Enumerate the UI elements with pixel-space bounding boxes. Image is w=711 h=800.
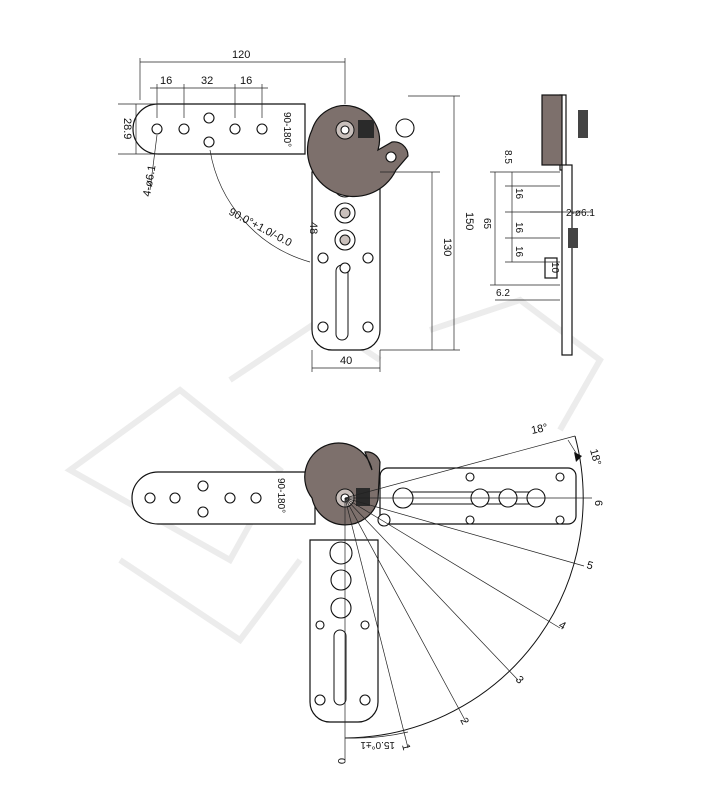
- dim-spacing-b: 32: [201, 75, 213, 87]
- vertical-arm-plate: [311, 171, 381, 351]
- hole-callout-side: 2-ø6.1: [566, 208, 595, 219]
- arm-hole: [151, 123, 163, 135]
- pos-arm-hole: [169, 492, 181, 504]
- dim-arm-height: 28.9: [121, 118, 133, 139]
- bolt-head: [339, 234, 351, 246]
- side-clamp: [568, 228, 578, 248]
- side-bracket-lower: [544, 257, 558, 279]
- arm-hole: [229, 123, 241, 135]
- step-angle-side: 18°: [587, 448, 603, 467]
- dim-overall-width: 120: [232, 49, 250, 61]
- pos-vertical-slot: [333, 629, 347, 706]
- hinge-hole: [385, 151, 397, 163]
- dim-pitch-1: 16: [513, 188, 524, 200]
- dim-angle-tolerance: 90.0°+1.0/-0.0: [227, 206, 294, 249]
- vertical-arm-hole: [362, 321, 374, 333]
- pos-arm-hole: [250, 492, 262, 504]
- step-angle-top: 18°: [530, 422, 549, 437]
- dim-bottom-width: 40: [340, 355, 352, 367]
- pos-vertical-bolt: [330, 597, 352, 619]
- side-hinge-block: [541, 94, 563, 166]
- angle-arc: [209, 149, 311, 263]
- position-ray-top: [344, 435, 576, 499]
- dim-edge-offset: 6.2: [496, 288, 510, 299]
- position-ray-4: [344, 497, 561, 629]
- positions-view: 90-180°: [131, 422, 604, 764]
- position-ray-1: [344, 497, 409, 749]
- vertical-arm-hole: [317, 252, 329, 264]
- position-label-2: 2: [457, 716, 470, 727]
- pos-arm-hole: [224, 492, 236, 504]
- pos-arm-hole: [144, 492, 156, 504]
- base-angle-label: 15.0°±1: [360, 739, 395, 750]
- hinge-pivot-pin: [340, 125, 350, 135]
- dim-height-150: 150: [463, 212, 475, 230]
- pos-hole: [465, 515, 475, 525]
- pos-hole: [555, 515, 565, 525]
- pos-vertical-hole: [359, 694, 371, 706]
- arm-hole: [203, 112, 215, 124]
- hinge-hole: [395, 118, 415, 138]
- dim-pitch-3: 16: [513, 246, 524, 258]
- bolt: [339, 262, 351, 274]
- dim-height-130: 130: [441, 238, 453, 256]
- arm-range-label: 90-180°: [281, 112, 292, 147]
- dim-slot-length: 48: [307, 222, 319, 234]
- pos-vertical-bolt: [330, 569, 352, 591]
- position-label-0: 0: [335, 758, 347, 764]
- position-label-5: 5: [585, 559, 594, 572]
- top-view: 90-180° 120 16 32 16: [118, 49, 475, 372]
- dim-pitch-2: 16: [513, 222, 524, 234]
- pos-hole: [555, 472, 565, 482]
- arm-hole: [203, 136, 215, 148]
- dim-spacing-c: 16: [240, 75, 252, 87]
- sweep-arc: [344, 435, 584, 739]
- position-label-3: 3: [513, 674, 526, 687]
- position-ray-3: [344, 497, 519, 681]
- position-label-6: 6: [592, 500, 604, 506]
- vertical-arm-hole: [317, 321, 329, 333]
- vertical-arm-hole: [362, 252, 374, 264]
- position-ray-2: [344, 497, 467, 723]
- pos-arm-range-label: 90-180°: [275, 478, 286, 513]
- dim-span: 65: [481, 218, 492, 230]
- position-label-1: 1: [399, 743, 412, 752]
- arrow-head: [574, 452, 582, 462]
- side-hinge-knob: [578, 110, 588, 138]
- pos-vertical-hole: [360, 620, 370, 630]
- hole-callout-top: 4-ø6.1: [141, 164, 158, 197]
- side-view: 8.5 16 16 16 65 2-ø6.1 10 6.2: [481, 94, 595, 356]
- pos-vertical-hole: [314, 694, 326, 706]
- arm-hole: [178, 123, 190, 135]
- arm-hole: [256, 123, 268, 135]
- pos-hole: [465, 472, 475, 482]
- pos-vertical-bolt: [329, 541, 353, 565]
- pos-arm-hole: [197, 480, 209, 492]
- base-angle-arc: [344, 731, 409, 739]
- side-bracket: [561, 164, 573, 356]
- hinge-body: [306, 104, 409, 198]
- bolt-head: [339, 207, 351, 219]
- dim-offset-top: 8.5: [502, 150, 513, 164]
- dim-thickness: 10: [549, 262, 560, 274]
- position-ray-5: [344, 497, 585, 567]
- position-label-4: 4: [557, 619, 568, 632]
- dim-spacing-a: 16: [160, 75, 172, 87]
- pos-arm-hole: [197, 506, 209, 518]
- brand-logo: [358, 120, 374, 138]
- pos-horizontal-arm: [131, 471, 316, 525]
- pos-vertical-hole: [315, 620, 325, 630]
